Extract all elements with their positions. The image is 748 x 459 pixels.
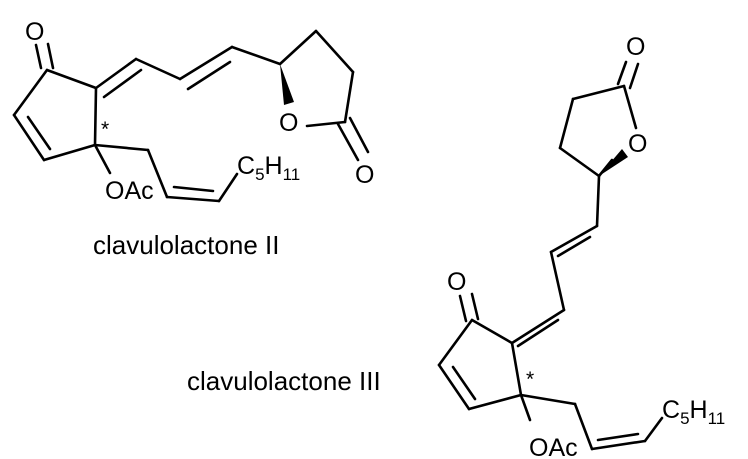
stereocenter-marker: * (101, 118, 109, 141)
bond (343, 70, 355, 124)
bond (458, 294, 468, 323)
bond (451, 365, 477, 401)
bond (628, 62, 640, 90)
bond (519, 393, 577, 406)
bond (93, 143, 150, 152)
bond (519, 393, 532, 422)
pentyl-group-label: C5H11 (237, 152, 300, 184)
structure-clavulolactone-2: O O O OAc * C5H11 clavulolactone II (12, 18, 374, 260)
bond (305, 120, 347, 128)
bond (12, 113, 46, 162)
bond (314, 29, 355, 74)
bond (230, 45, 282, 66)
bond (516, 318, 560, 348)
bond (93, 143, 112, 175)
bond (643, 416, 664, 443)
bond (165, 195, 221, 203)
structure-clavulolactone-3: O O O OAc * C5H11 clavulolactone III (187, 33, 725, 459)
bond (12, 68, 49, 117)
bond (437, 318, 474, 367)
ketone-oxygen-label: O (447, 268, 466, 296)
bond (178, 45, 234, 81)
bond (549, 250, 566, 312)
bond (102, 68, 143, 99)
bond (470, 318, 514, 345)
bond (622, 84, 638, 130)
wedge-bond (280, 64, 294, 105)
bond (46, 42, 55, 70)
bond (134, 57, 182, 81)
structure-caption: clavulolactone II (93, 230, 279, 260)
bond (437, 363, 471, 411)
ring-oxygen-label: O (279, 109, 298, 137)
pentyl-group-label: C5H11 (662, 396, 725, 428)
bond (278, 29, 318, 66)
lactone-carbonyl-oxygen-label: O (355, 161, 374, 189)
acetate-label: OAc (529, 434, 578, 459)
bond (616, 60, 628, 86)
bond (549, 224, 599, 254)
stereocenter-marker: * (526, 368, 534, 391)
bond (470, 292, 480, 321)
bond (571, 84, 626, 101)
ring-oxygen-label: O (628, 130, 647, 158)
bond (348, 116, 370, 154)
bond (217, 172, 239, 203)
bond (26, 115, 52, 151)
bond (172, 185, 215, 193)
bond (42, 143, 97, 162)
bond (573, 402, 594, 451)
bond (510, 308, 566, 345)
bond (45, 68, 98, 90)
ketone-oxygen-label: O (25, 18, 44, 46)
bond (93, 86, 98, 147)
bond (558, 146, 601, 178)
acetate-label: OAc (105, 177, 154, 205)
bond (94, 57, 138, 90)
bond (146, 148, 169, 199)
bond (34, 43, 43, 70)
structure-caption: clavulolactone III (187, 366, 381, 396)
wedge-bond (599, 149, 628, 176)
bond (597, 158, 614, 178)
lactone-carbonyl-oxygen-label: O (626, 33, 645, 61)
bond (336, 122, 360, 162)
bond (510, 341, 523, 397)
bond (467, 393, 523, 411)
bond (596, 432, 640, 442)
bond (186, 60, 232, 91)
bond (556, 235, 592, 258)
bond (558, 97, 575, 150)
bond (590, 439, 647, 451)
bond (595, 174, 601, 228)
